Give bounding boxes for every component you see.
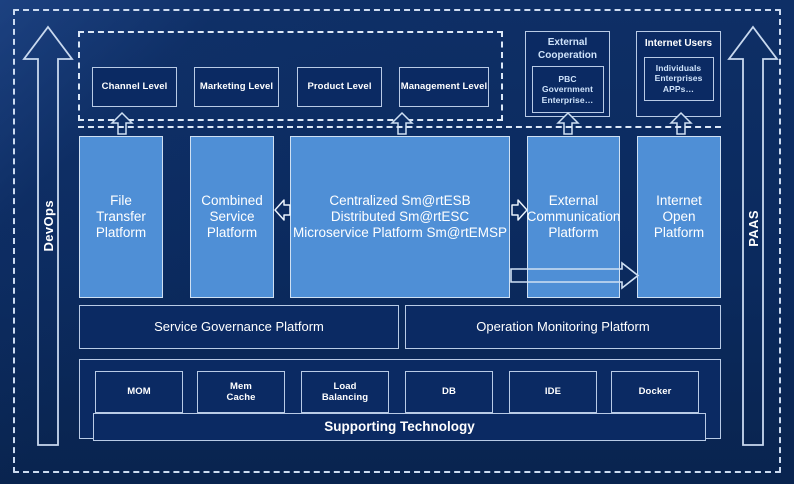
platform-internet-open-line-2: Open	[662, 209, 696, 225]
supporting-technology-banner[interactable]: Supporting Technology	[93, 413, 706, 441]
external-cooperation-inner[interactable]: PBC Government Enterprise…	[531, 66, 604, 113]
platform-combined-service-line-1: Combined	[201, 193, 263, 209]
paas-arrow-label: PAAS	[746, 210, 761, 247]
internet-users-inner-label: Individuals Enterprises APPs…	[654, 63, 703, 94]
internet-users-group[interactable]: Internet Users Individuals Enterprises A…	[636, 31, 721, 117]
platform-integration[interactable]: Centralized Sm@rtESB Distributed Sm@rtES…	[290, 136, 510, 298]
platform-external-communication-line-3: Platform	[548, 224, 599, 240]
consumer-level-product-label: Product Level	[307, 81, 372, 93]
layer-separator-dashed	[78, 126, 721, 128]
supporting-tech-mom[interactable]: MOM	[95, 371, 183, 413]
consumer-level-management-label: Management Level	[400, 81, 488, 93]
external-cooperation-group[interactable]: External Cooperation PBC Government Ente…	[525, 31, 610, 117]
supporting-tech-mem-cache[interactable]: Mem Cache	[197, 371, 285, 413]
platform-file-transfer-line-3: Platform	[95, 224, 147, 240]
platform-combined-service-line-3: Platform	[206, 224, 258, 240]
supporting-tech-mem-cache-line-2: Cache	[226, 392, 256, 403]
internet-users-inner[interactable]: Individuals Enterprises APPs…	[643, 56, 714, 101]
platform-combined-service-line-2: Service	[209, 209, 255, 225]
supporting-tech-docker-line-1: Docker	[638, 386, 672, 398]
platform-external-communication-line-2: Communication	[526, 209, 621, 225]
diagram-outer-boundary	[13, 9, 781, 473]
operation-monitoring-platform[interactable]: Operation Monitoring Platform	[405, 305, 721, 349]
platform-combined-service[interactable]: Combined Service Platform	[190, 136, 274, 298]
supporting-tech-ide[interactable]: IDE	[509, 371, 597, 413]
arrow-to-internet-open-platform	[510, 261, 640, 290]
supporting-tech-load-balancing-line-1: Load	[333, 380, 357, 392]
supporting-tech-ide-line-1: IDE	[544, 386, 562, 398]
platform-integration-line-1: Centralized Sm@rtESB	[329, 193, 471, 209]
feed-arrow-external-communication	[556, 111, 580, 135]
supporting-tech-mem-cache-line-1: Mem	[230, 380, 252, 392]
consumer-level-product[interactable]: Product Level	[297, 67, 382, 107]
platform-integration-line-3: Microservice Platform Sm@rtEMSP	[293, 224, 507, 240]
service-governance-platform-label: Service Governance Platform	[154, 319, 324, 335]
external-cooperation-inner-label: PBC Government Enterprise…	[541, 74, 594, 105]
consumer-level-marketing[interactable]: Marketing Level	[194, 67, 279, 107]
feed-arrow-internet-open	[669, 111, 693, 135]
supporting-tech-load-balancing-line-2: Balancing	[321, 392, 369, 403]
platform-external-communication-line-1: External	[548, 193, 599, 209]
consumer-level-channel-label: Channel Level	[101, 81, 168, 93]
supporting-tech-load-balancing[interactable]: Load Balancing	[301, 371, 389, 413]
supporting-tech-mom-line-1: MOM	[127, 386, 151, 398]
platform-external-communication[interactable]: External Communication Platform	[527, 136, 620, 298]
supporting-technology-banner-label: Supporting Technology	[324, 419, 475, 435]
paas-arrow	[727, 25, 779, 447]
feed-arrow-file-transfer	[110, 111, 134, 135]
consumer-level-channel[interactable]: Channel Level	[92, 67, 177, 107]
platform-file-transfer-line-2: Transfer	[96, 209, 146, 225]
supporting-tech-db[interactable]: DB	[405, 371, 493, 413]
platform-internet-open[interactable]: Internet Open Platform	[637, 136, 721, 298]
platform-file-transfer[interactable]: File Transfer Platform	[79, 136, 163, 298]
arrow-right-to-external-communication	[511, 197, 528, 223]
platform-integration-line-2: Distributed Sm@rtESC	[330, 209, 470, 225]
consumer-level-marketing-label: Marketing Level	[199, 81, 274, 93]
consumer-levels-group	[78, 31, 503, 121]
internet-users-heading: Internet Users	[644, 38, 713, 49]
feed-arrow-integration	[390, 111, 414, 135]
service-governance-platform[interactable]: Service Governance Platform	[79, 305, 399, 349]
platform-internet-open-line-3: Platform	[653, 224, 705, 240]
consumer-level-management[interactable]: Management Level	[399, 67, 489, 107]
supporting-tech-db-line-1: DB	[442, 386, 456, 398]
devops-arrow	[22, 25, 74, 447]
devops-arrow-label: DevOps	[41, 200, 56, 252]
arrow-left-to-combined-service	[274, 197, 291, 223]
supporting-tech-docker[interactable]: Docker	[611, 371, 699, 413]
platform-file-transfer-line-1: File	[110, 193, 132, 209]
external-cooperation-heading: External Cooperation	[538, 37, 597, 61]
platform-internet-open-line-1: Internet	[656, 193, 702, 209]
operation-monitoring-platform-label: Operation Monitoring Platform	[476, 319, 650, 335]
